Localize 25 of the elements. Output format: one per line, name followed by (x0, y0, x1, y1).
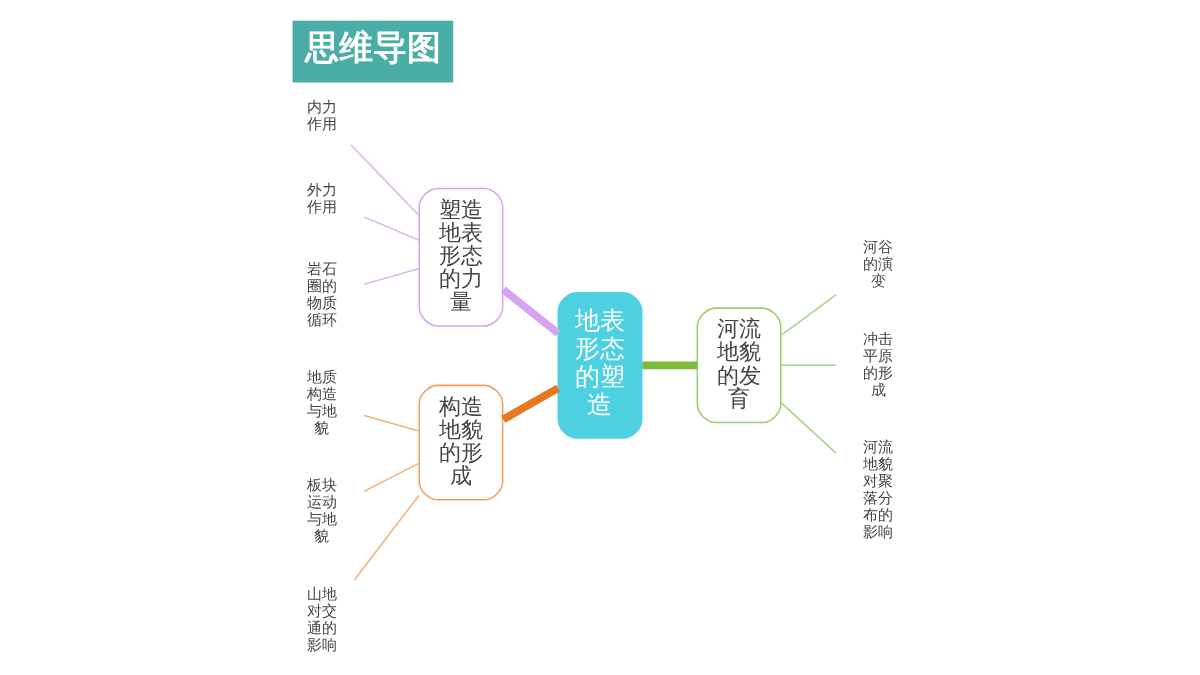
connector (780, 293, 838, 336)
node-text: 板块运动与地貌 (306, 476, 337, 546)
node-box: 构造地貌的形成 (418, 384, 504, 501)
connector (363, 462, 420, 492)
node-text: 山地对交通的影响 (306, 584, 337, 654)
node-text: 河谷的演变 (863, 237, 894, 290)
diagram-title: 思维导图 (304, 26, 441, 67)
connector (353, 494, 420, 581)
connector (500, 286, 561, 337)
node-box: 塑造地表形态的力量 (418, 187, 504, 327)
connector (501, 384, 561, 423)
node-text: 外力作用 (306, 181, 337, 217)
node-text: 河流地貌对聚落分布的影响 (863, 437, 894, 541)
node-text: 内力作用 (306, 97, 337, 133)
connector (780, 364, 838, 367)
node-text: 岩石圈的物质循环 (306, 260, 337, 330)
connector (363, 216, 420, 241)
node-box: 地表形态的塑造 (557, 291, 643, 439)
connector (363, 414, 420, 432)
connector (780, 402, 838, 455)
node-text: 地质构造与地貌 (306, 368, 337, 438)
node-text: 冲击平原的形成 (863, 329, 894, 399)
connector (350, 144, 420, 217)
connector (363, 267, 420, 285)
node-box: 河流地貌的发育 (696, 307, 782, 424)
